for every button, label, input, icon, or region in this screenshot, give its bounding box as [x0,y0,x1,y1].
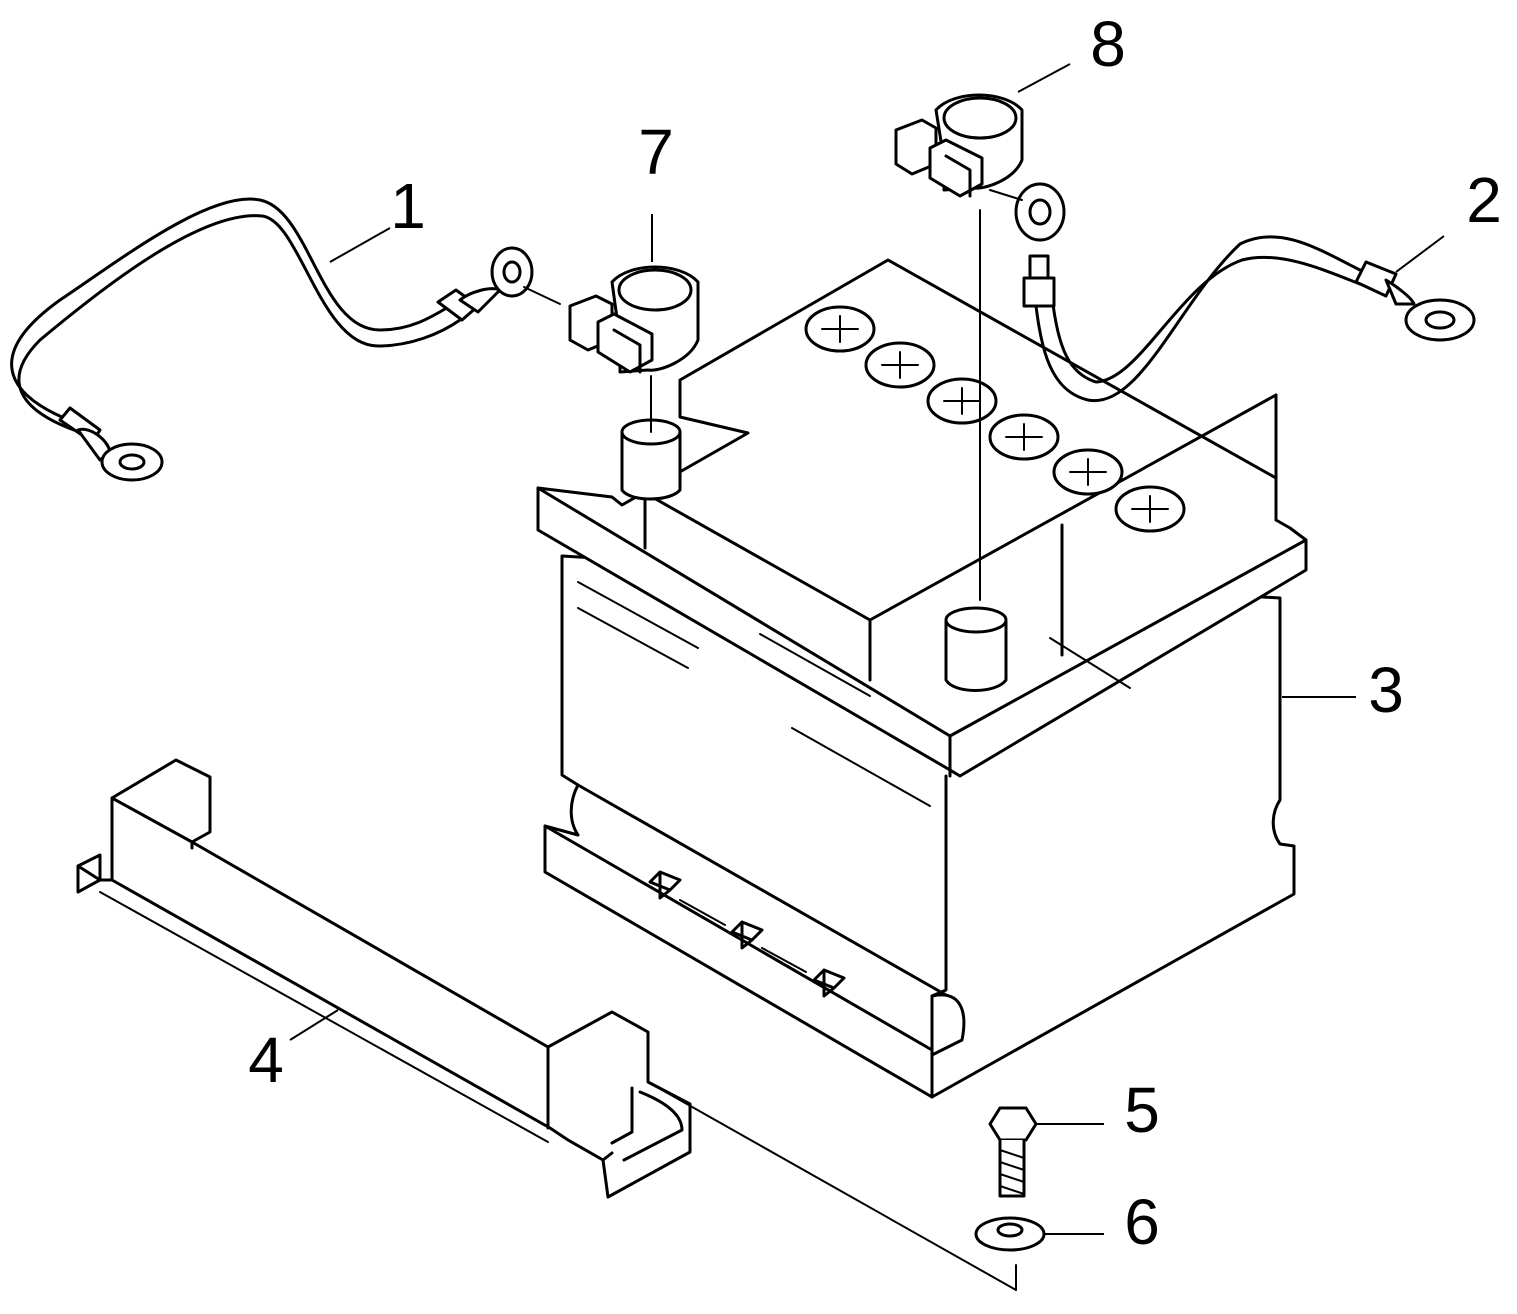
cable-negative [10,197,561,482]
callout-5: 5 [1124,1074,1160,1146]
terminal-clamp-negative [568,265,700,433]
battery-tray-bracket [76,758,1017,1291]
bolt [988,1106,1038,1198]
callout-8: 8 [1090,8,1126,80]
battery [536,258,1308,1099]
terminal-post-positive [944,606,1008,692]
callout-7: 7 [638,116,674,188]
callout-2: 2 [1466,164,1502,236]
washer [974,1216,1046,1252]
callout-1: 1 [390,170,426,242]
callout-3: 3 [1368,654,1404,726]
vent-slots [648,870,846,998]
cable-positive [989,182,1476,403]
callout-leaders [289,63,1445,1235]
callout-numbers: 1 2 3 4 5 6 7 8 [248,8,1502,1258]
callout-4: 4 [248,1024,284,1096]
terminal-clamp-positive [894,93,1024,601]
callout-6: 6 [1124,1186,1160,1258]
